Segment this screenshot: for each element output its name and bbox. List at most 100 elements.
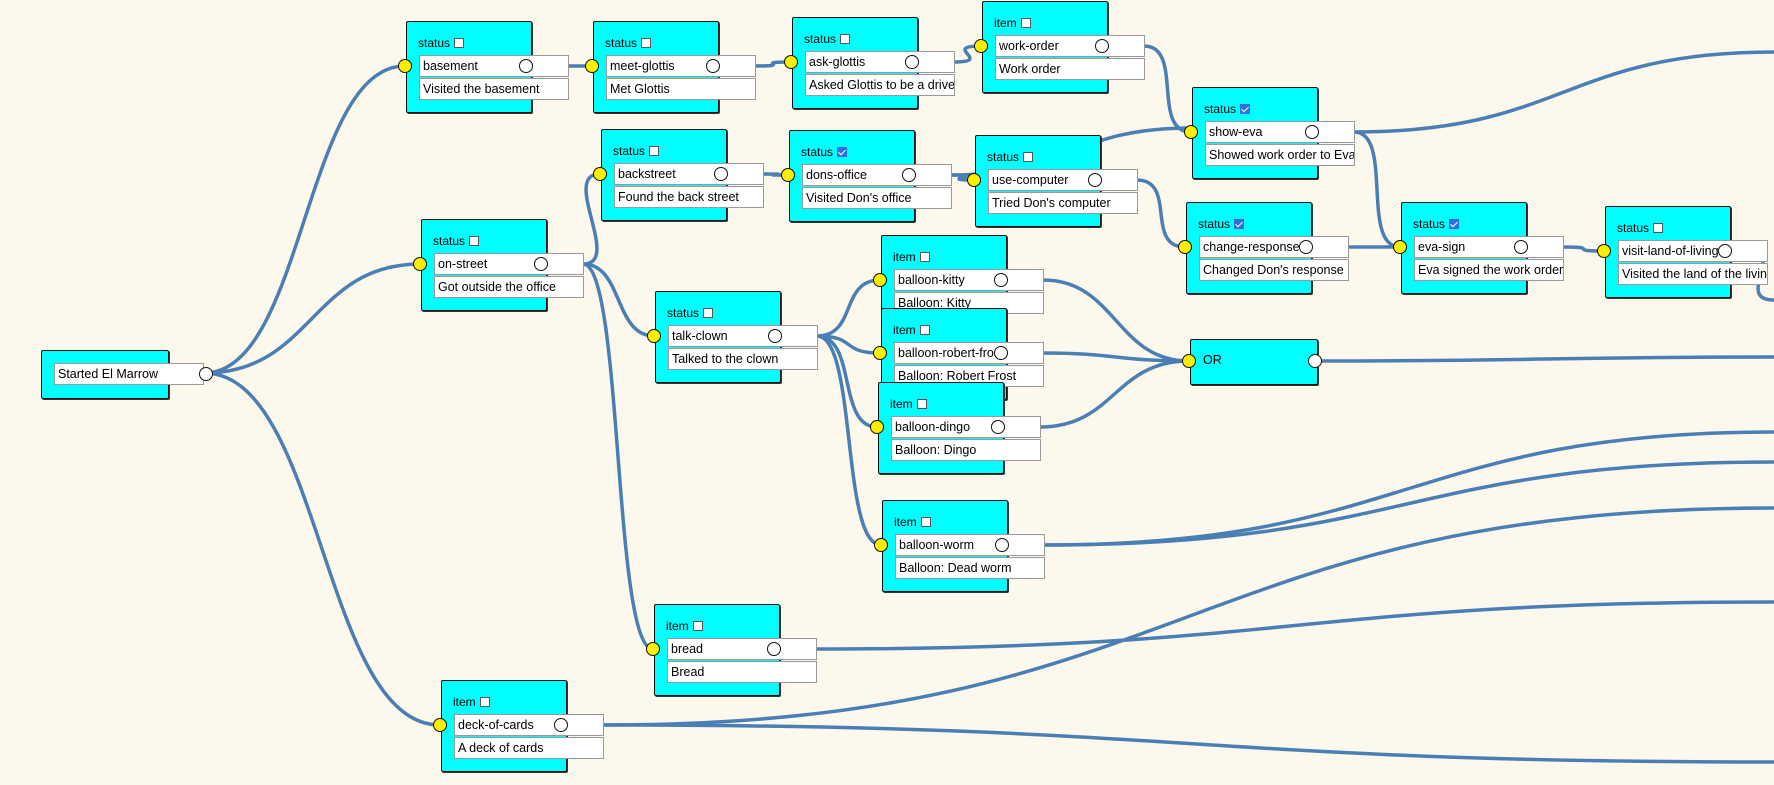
show-eva-output-port[interactable] [1305, 125, 1319, 139]
or-output-port[interactable] [1308, 354, 1322, 368]
balloon-robert-frost-output-port[interactable] [994, 346, 1008, 360]
on-street-description-field[interactable]: Got outside the office [434, 276, 584, 298]
ask-glottis-input-port[interactable] [784, 55, 798, 69]
meet-glottis-output-port[interactable] [706, 59, 720, 73]
basement-output-port[interactable] [519, 59, 533, 73]
ask-glottis-checkbox[interactable] [840, 34, 851, 44]
work-order-description-field[interactable]: Work order [995, 58, 1145, 80]
bread-id-field[interactable]: bread [667, 638, 817, 660]
balloon-dingo-id-field[interactable]: balloon-dingo [891, 416, 1041, 438]
bread-input-port[interactable] [646, 642, 660, 656]
balloon-robert-frost-checkbox[interactable] [919, 325, 930, 335]
work-order-input-port[interactable] [974, 39, 988, 53]
use-computer-input-port[interactable] [967, 173, 981, 187]
work-order-checkbox[interactable] [1020, 18, 1031, 28]
talk-clown-id-field[interactable]: talk-clown [668, 325, 818, 347]
deck-of-cards-checkbox[interactable] [479, 697, 490, 707]
deck-of-cards-id-field[interactable]: deck-of-cards [454, 714, 604, 736]
show-eva-checkbox[interactable] [1240, 104, 1251, 114]
change-response-description-field[interactable]: Changed Don's response [1199, 259, 1349, 281]
backstreet-output-port[interactable] [714, 167, 728, 181]
or-input-port[interactable] [1182, 354, 1196, 368]
backstreet-checkbox[interactable] [649, 146, 660, 156]
change-response-checkbox[interactable] [1234, 219, 1245, 229]
deck-of-cards-input-port[interactable] [433, 718, 447, 732]
on-street-checkbox[interactable] [469, 236, 480, 246]
or-node[interactable]: OR [1190, 339, 1318, 385]
visit-land-of-living-description-field[interactable]: Visited the land of the living [1618, 263, 1768, 285]
ask-glottis-description-field[interactable]: Asked Glottis to be a drive [805, 74, 955, 96]
show-eva-id-field[interactable]: show-eva [1205, 121, 1355, 143]
work-order-id-field[interactable]: work-order [995, 35, 1145, 57]
ask-glottis-output-port[interactable] [905, 55, 919, 69]
balloon-kitty-output-port[interactable] [994, 273, 1008, 287]
eva-sign-id-field[interactable]: eva-sign [1414, 236, 1564, 258]
deck-of-cards-description-field[interactable]: A deck of cards [454, 737, 604, 759]
visit-land-of-living-checkbox[interactable] [1653, 223, 1664, 233]
balloon-worm-checkbox[interactable] [920, 517, 931, 527]
balloon-kitty-id-field[interactable]: balloon-kitty [894, 269, 1044, 291]
change-response-id-field[interactable]: change-response [1199, 236, 1349, 258]
dons-office-input-port[interactable] [781, 168, 795, 182]
backstreet-description-field[interactable]: Found the back street [614, 186, 764, 208]
bread-output-port[interactable] [767, 642, 781, 656]
backstreet-id-field[interactable]: backstreet [614, 163, 764, 185]
balloon-dingo-output-port[interactable] [991, 420, 1005, 434]
backstreet-input-port[interactable] [593, 167, 607, 181]
eva-sign-output-port[interactable] [1514, 240, 1528, 254]
bread-description-field[interactable]: Bread [667, 661, 817, 683]
balloon-dingo-input-port[interactable] [870, 420, 884, 434]
dons-office-description-field[interactable]: Visited Don's office [802, 187, 952, 209]
basement-input-port[interactable] [398, 59, 412, 73]
deck-of-cards-output-port[interactable] [554, 718, 568, 732]
balloon-worm-input-port[interactable] [874, 538, 888, 552]
balloon-worm-output-port[interactable] [995, 538, 1009, 552]
dons-office-id-field[interactable]: dons-office [802, 164, 952, 186]
talk-clown-output-port[interactable] [768, 329, 782, 343]
dons-office-output-port[interactable] [902, 168, 916, 182]
balloon-dingo-checkbox[interactable] [916, 399, 927, 409]
on-street-id-field[interactable]: on-street [434, 253, 584, 275]
visit-land-of-living-input-port[interactable] [1597, 244, 1611, 258]
balloon-robert-frost-id-field[interactable]: balloon-robert-frost [894, 342, 1044, 364]
talk-clown-input-port[interactable] [647, 329, 661, 343]
show-eva-input-port[interactable] [1184, 125, 1198, 139]
bread-checkbox[interactable] [692, 621, 703, 631]
balloon-kitty-input-port[interactable] [873, 273, 887, 287]
dons-office-checkbox[interactable] [837, 147, 848, 157]
change-response-output-port[interactable] [1299, 240, 1313, 254]
ask-glottis-id-field[interactable]: ask-glottis [805, 51, 955, 73]
change-response-input-port[interactable] [1178, 240, 1192, 254]
meet-glottis-checkbox[interactable] [641, 38, 652, 48]
balloon-dingo-description-field[interactable]: Balloon: Dingo [891, 439, 1041, 461]
balloon-worm-description-field[interactable]: Balloon: Dead worm [895, 557, 1045, 579]
visit-land-of-living-id-field[interactable]: visit-land-of-living [1618, 240, 1768, 262]
meet-glottis-input-port[interactable] [585, 59, 599, 73]
root-output-port[interactable] [199, 367, 213, 381]
balloon-worm-id-field[interactable]: balloon-worm [895, 534, 1045, 556]
basement-description-field[interactable]: Visited the basement [419, 78, 569, 100]
talk-clown-description-field[interactable]: Talked to the clown [668, 348, 818, 370]
meet-glottis-id-field[interactable]: meet-glottis [606, 55, 756, 77]
visit-land-of-living-output-port[interactable] [1718, 244, 1732, 258]
use-computer-checkbox[interactable] [1023, 152, 1034, 162]
eva-sign-input-port[interactable] [1393, 240, 1407, 254]
eva-sign-description-field[interactable]: Eva signed the work order [1414, 259, 1564, 281]
show-eva-description-field[interactable]: Showed work order to Eva [1205, 144, 1355, 166]
